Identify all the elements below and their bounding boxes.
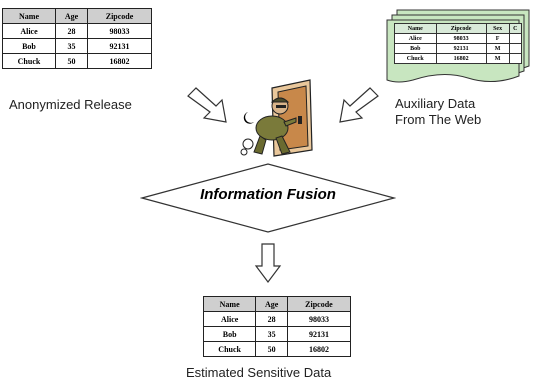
table-cell: Chuck: [2, 53, 56, 69]
table-header: Age: [255, 296, 288, 312]
arrow-down-icon: [254, 243, 282, 283]
table-header: Zipcode: [435, 23, 487, 34]
table-header: Name: [394, 23, 437, 34]
table-cell: Bob: [394, 43, 437, 54]
table-cell: Chuck: [202, 341, 257, 357]
auxiliary-data-label-line2: From The Web: [395, 112, 482, 127]
table-cell: 92131: [87, 38, 152, 54]
table-cell: [508, 43, 523, 54]
table-cell: 50: [54, 53, 89, 69]
table-row: Bob 35 92131: [2, 38, 152, 54]
table-header: Name: [202, 296, 257, 312]
arrow-down-left-icon: [339, 87, 379, 123]
table-header: Age: [54, 8, 89, 24]
table-row: Chuck 50 16802: [2, 53, 152, 69]
table-cell: 92131: [435, 43, 487, 54]
auxiliary-data-label-line1: Auxiliary Data: [395, 96, 476, 111]
thief-at-door-icon: [240, 79, 313, 157]
table-cell: 50: [255, 341, 288, 357]
table-cell: 35: [54, 38, 89, 54]
table-cell: Alice: [394, 33, 437, 44]
table-cell: 28: [255, 311, 288, 327]
table-cell: M: [485, 53, 510, 64]
table-cell: [508, 53, 523, 64]
information-fusion-diamond: [140, 163, 396, 233]
table-header: Zipcode: [286, 296, 352, 312]
table-row: Chuck 16802 M: [394, 53, 523, 64]
table-cell: 28: [54, 23, 89, 39]
auxiliary-data-label: Auxiliary Data From The Web: [395, 96, 481, 128]
table-row: Bob 92131 M: [394, 43, 523, 54]
table-cell: Alice: [202, 311, 257, 327]
table-row: Alice 28 98033: [202, 311, 352, 327]
table-cell: M: [485, 43, 510, 54]
table-cell: F: [485, 33, 510, 44]
table-cell: 16802: [87, 53, 152, 69]
table-cell: 98033: [286, 311, 352, 327]
table-cell: 35: [255, 326, 288, 342]
table-cell: 98033: [87, 23, 152, 39]
anonymized-release-label: Anonymized Release: [9, 97, 132, 112]
table-header: Name: [2, 8, 56, 24]
table-cell: 16802: [286, 341, 352, 357]
table-cell: [508, 33, 523, 44]
information-fusion-label: Information Fusion: [200, 186, 336, 203]
auxiliary-data-table: Name Zipcode Sex C Alice 98033 F Bob 921…: [394, 23, 523, 64]
table-cell: Bob: [2, 38, 56, 54]
anonymized-release-table: Name Age Zipcode Alice 28 98033 Bob 35 9…: [2, 8, 152, 69]
table-cell: 92131: [286, 326, 352, 342]
table-row: Alice 98033 F: [394, 33, 523, 44]
estimated-sensitive-data-table: Name Age Zipcode Alice 28 98033 Bob 35 9…: [202, 296, 352, 357]
table-row: Bob 35 92131: [202, 326, 352, 342]
table-cell: Alice: [2, 23, 56, 39]
table-row: Alice 28 98033: [2, 23, 152, 39]
table-header: Zipcode: [87, 8, 152, 24]
table-cell: Bob: [202, 326, 257, 342]
arrow-down-right-icon: [187, 87, 227, 123]
table-header: Sex: [485, 23, 510, 34]
table-cell: 16802: [435, 53, 487, 64]
table-row: Chuck 50 16802: [202, 341, 352, 357]
table-cell: 98033: [435, 33, 487, 44]
table-header: C: [508, 23, 523, 34]
estimated-sensitive-data-label: Estimated Sensitive Data: [186, 365, 332, 380]
table-cell: Chuck: [394, 53, 437, 64]
